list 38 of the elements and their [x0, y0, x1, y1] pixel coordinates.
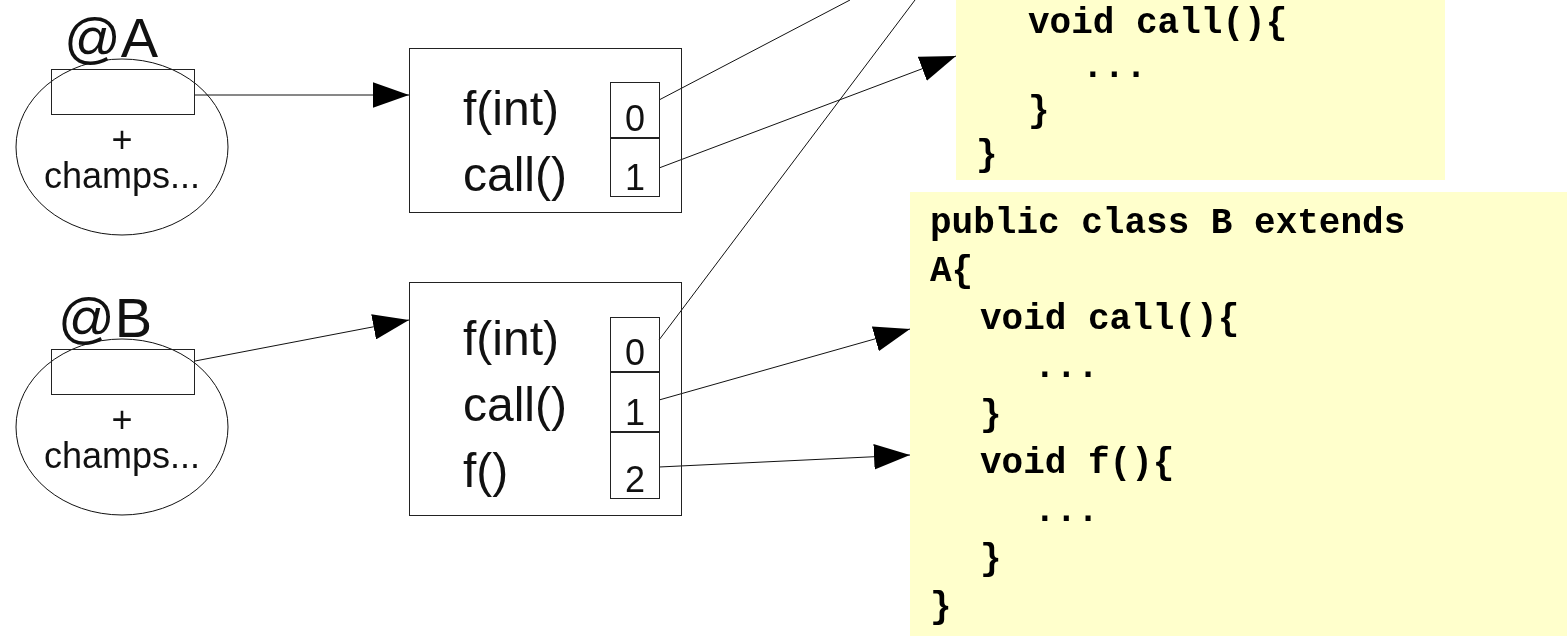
vtable-slot: 2 [610, 432, 660, 499]
method-name: call() [463, 381, 567, 429]
code-block [956, 0, 1445, 180]
vtable-box [409, 282, 682, 516]
code-line: } [980, 394, 1002, 438]
pointer-field [51, 349, 195, 395]
arrow [658, 326, 911, 401]
code-line: } [980, 538, 1002, 582]
code-line: void call(){ [1028, 2, 1288, 46]
code-line: ... [1034, 346, 1099, 390]
vtable-box [409, 48, 682, 213]
arrow [194, 82, 410, 108]
vtable-slot: 0 [610, 317, 660, 372]
arrow [658, 443, 911, 470]
code-line: } [976, 134, 998, 178]
code-line: void call(){ [980, 298, 1240, 342]
field-text: + champs... [42, 122, 202, 194]
arrow [194, 314, 410, 362]
method-name: f(int) [463, 315, 559, 363]
vtable-slot: 1 [610, 372, 660, 432]
code-line: } [930, 586, 952, 630]
arrow [658, 55, 957, 169]
vtable-slot: 1 [610, 138, 660, 197]
method-name: call() [463, 151, 567, 199]
code-line: void f(){ [980, 442, 1175, 486]
code-line: ... [1034, 490, 1099, 534]
field-text: + champs... [42, 402, 202, 474]
code-line: } [1028, 90, 1050, 134]
pointer-field [51, 69, 195, 115]
vtable-slot: 0 [610, 82, 660, 138]
connector-line [658, 0, 851, 101]
object-label: @B [58, 290, 153, 346]
method-name: f(int) [463, 85, 559, 133]
code-line: ... [1082, 46, 1147, 90]
connector-line [658, 0, 916, 341]
code-block [910, 192, 1567, 636]
method-name: f() [463, 447, 509, 495]
object-label: @A [64, 10, 159, 66]
